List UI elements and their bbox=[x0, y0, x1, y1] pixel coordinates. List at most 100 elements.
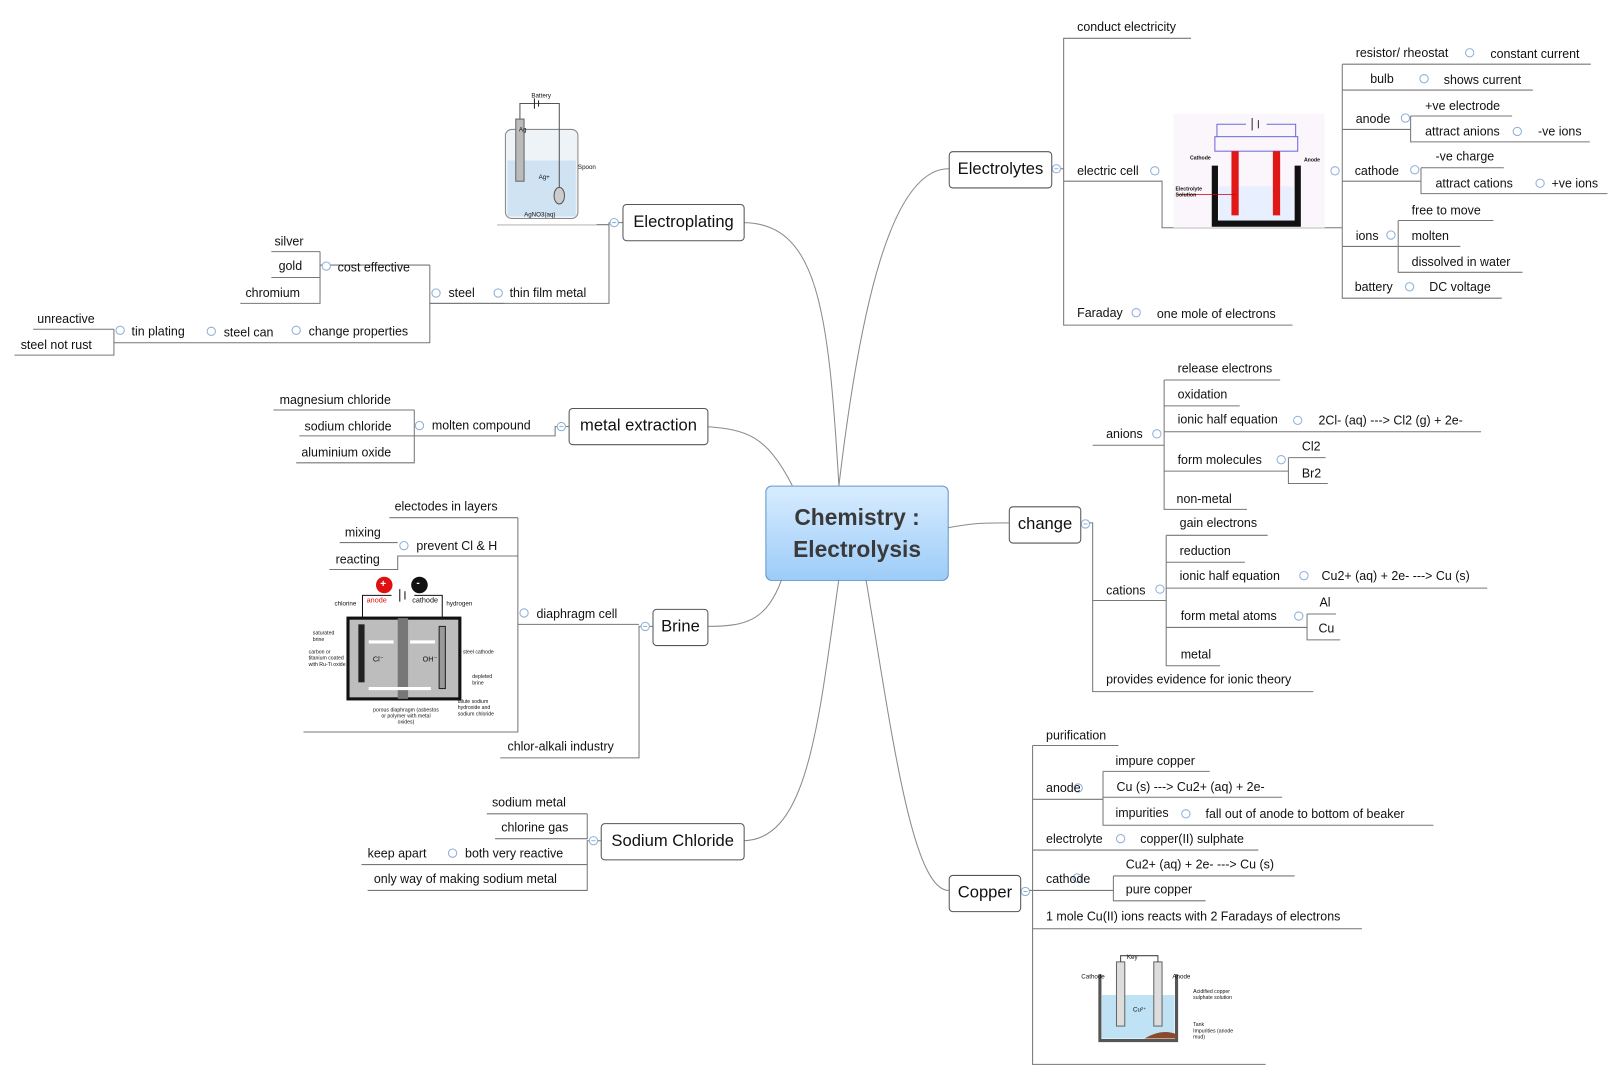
topic-electric-cell[interactable]: electric cell bbox=[1077, 163, 1139, 179]
label-copper-anode: Anode bbox=[1172, 974, 1191, 981]
topic-eq-anion[interactable]: 2Cl- (aq) ---> Cl2 (g) + 2e- bbox=[1318, 413, 1463, 428]
topic-conduct[interactable]: conduct electricity bbox=[1077, 19, 1176, 35]
topic-release-electrons[interactable]: release electrons bbox=[1177, 361, 1273, 376]
topic-pos-ions[interactable]: +ve ions bbox=[1551, 176, 1599, 191]
branch-electroplating[interactable]: Electroplating bbox=[622, 203, 745, 242]
topic-chromium[interactable]: chromium bbox=[245, 285, 301, 301]
topic-both-reactive[interactable]: both very reactive bbox=[465, 845, 564, 861]
branch-sodium-chloride[interactable]: Sodium Chloride bbox=[600, 823, 745, 861]
central-title-line1: Chemistry : bbox=[794, 504, 920, 531]
topic-cathode[interactable]: cathode bbox=[1354, 163, 1399, 179]
topic-br2[interactable]: Br2 bbox=[1301, 465, 1322, 481]
topic-molten[interactable]: molten bbox=[1411, 228, 1449, 244]
topic-silver[interactable]: silver bbox=[274, 234, 304, 249]
topic-tin-plating[interactable]: tin plating bbox=[131, 324, 185, 339]
topic-pos-electrode[interactable]: +ve electrode bbox=[1425, 98, 1501, 113]
topic-mixing[interactable]: mixing bbox=[344, 524, 381, 540]
label-chlorine: chlorine bbox=[334, 601, 357, 608]
topic-fall-out[interactable]: fall out of anode to bottom of beaker bbox=[1205, 806, 1405, 822]
topic-constant-current[interactable]: constant current bbox=[1490, 46, 1580, 62]
label-tank: Tank bbox=[1193, 1021, 1205, 1029]
label-agno3: AgNO3(aq) bbox=[524, 212, 556, 219]
electroplating-diagram: Battery Ag Spoon Ag+ AgNO3(aq) bbox=[497, 88, 597, 225]
topic-cost-effective[interactable]: cost effective bbox=[337, 259, 410, 275]
topic-sodium-metal[interactable]: sodium metal bbox=[491, 795, 566, 810]
topic-dc-voltage[interactable]: DC voltage bbox=[1429, 279, 1491, 295]
topic-faraday[interactable]: Faraday bbox=[1077, 305, 1123, 320]
topic-free-to-move[interactable]: free to move bbox=[1411, 202, 1481, 218]
topic-chlor-alkali[interactable]: chlor-alkali industry bbox=[507, 739, 614, 754]
topic-resistor[interactable]: resistor/ rheostat bbox=[1355, 45, 1449, 61]
topic-steel-not-rust[interactable]: steel not rust bbox=[20, 337, 92, 353]
topic-eq-cation[interactable]: Cu2+ (aq) + 2e- ---> Cu (s) bbox=[1321, 568, 1470, 583]
copper-purification-diagram: Key Cathode Anode Acidified copper sulph… bbox=[1046, 934, 1262, 1063]
label-depleted: depleted brine bbox=[472, 674, 493, 687]
branch-electrolytes[interactable]: Electrolytes bbox=[948, 151, 1053, 189]
topic-unreactive[interactable]: unreactive bbox=[37, 311, 95, 327]
diaphragm-cell-diagram: + - anode cathode chlorine hydrogen satu… bbox=[306, 574, 506, 730]
topic-form-metal-atoms[interactable]: form metal atoms bbox=[1180, 608, 1277, 624]
topic-non-metal[interactable]: non-metal bbox=[1176, 491, 1232, 507]
topic-neg-charge[interactable]: -ve charge bbox=[1435, 149, 1495, 164]
topic-anions[interactable]: anions bbox=[1106, 426, 1143, 442]
topic-battery[interactable]: battery bbox=[1354, 279, 1393, 295]
topic-diaphragm-cell[interactable]: diaphragm cell bbox=[536, 606, 618, 622]
topic-electrodes-layers[interactable]: electodes in layers bbox=[394, 499, 498, 514]
topic-neg-ions[interactable]: -ve ions bbox=[1538, 124, 1582, 139]
topic-anode[interactable]: anode bbox=[1355, 111, 1391, 127]
topic-one-mole[interactable]: one mole of electrons bbox=[1156, 306, 1276, 321]
label-ag: Ag bbox=[518, 127, 527, 134]
topic-gold[interactable]: gold bbox=[278, 258, 303, 274]
topic-cl2[interactable]: Cl2 bbox=[1301, 439, 1321, 454]
branch-copper[interactable]: Copper bbox=[948, 874, 1022, 913]
topic-steel-can[interactable]: steel can bbox=[223, 325, 274, 340]
topic-molten-compound[interactable]: molten compound bbox=[431, 418, 531, 433]
topic-attract-cations[interactable]: attract cations bbox=[1435, 176, 1513, 191]
topic-oxidation[interactable]: oxidation bbox=[1177, 387, 1228, 402]
topic-purification[interactable]: purification bbox=[1046, 727, 1107, 743]
topic-dissolved[interactable]: dissolved in water bbox=[1411, 254, 1511, 270]
topic-keep-apart[interactable]: keep apart bbox=[367, 845, 427, 861]
topic-reduction[interactable]: reduction bbox=[1179, 543, 1231, 559]
topic-cu[interactable]: Cu bbox=[1318, 621, 1335, 636]
topic-electrolyte[interactable]: electrolyte bbox=[1046, 831, 1103, 846]
topic-evidence[interactable]: provides evidence for ionic theory bbox=[1106, 671, 1292, 687]
topic-sodium-chloride[interactable]: sodium chloride bbox=[304, 419, 392, 434]
topic-thin-film[interactable]: thin film metal bbox=[509, 285, 587, 301]
topic-only-way[interactable]: only way of making sodium metal bbox=[373, 871, 557, 887]
branch-brine[interactable]: Brine bbox=[652, 608, 709, 647]
topic-reacting[interactable]: reacting bbox=[335, 551, 380, 567]
topic-magnesium-chloride[interactable]: magnesium chloride bbox=[279, 392, 391, 407]
topic-copper-sulphate[interactable]: copper(II) sulphate bbox=[1140, 831, 1244, 846]
topic-copper-cathode[interactable]: cathode bbox=[1046, 871, 1091, 887]
topic-al[interactable]: Al bbox=[1319, 595, 1331, 610]
label-copper-cathode: Cathode bbox=[1081, 974, 1105, 981]
topic-steel[interactable]: steel bbox=[448, 285, 475, 301]
topic-prevent[interactable]: prevent Cl & H bbox=[416, 538, 498, 553]
topic-chlorine-gas[interactable]: chlorine gas bbox=[501, 820, 569, 835]
topic-impure-copper[interactable]: impure copper bbox=[1115, 753, 1195, 769]
topic-ionic-half-cation[interactable]: ionic half equation bbox=[1179, 568, 1280, 583]
topic-ionic-half-anion[interactable]: ionic half equation bbox=[1177, 412, 1278, 427]
topic-impurities[interactable]: impurities bbox=[1115, 805, 1169, 821]
label-plus: + bbox=[380, 578, 387, 591]
topic-attract-anions[interactable]: attract anions bbox=[1425, 124, 1500, 139]
topic-eq-anode[interactable]: Cu (s) ---> Cu2+ (aq) + 2e- bbox=[1116, 779, 1265, 795]
branch-change[interactable]: change bbox=[1008, 506, 1082, 544]
topic-gain-electrons[interactable]: gain electrons bbox=[1179, 515, 1258, 531]
topic-cations[interactable]: cations bbox=[1106, 582, 1146, 598]
topic-faradays[interactable]: 1 mole Cu(II) ions reacts with 2 Faraday… bbox=[1046, 909, 1341, 924]
topic-form-molecules[interactable]: form molecules bbox=[1177, 452, 1262, 467]
topic-ions[interactable]: ions bbox=[1355, 228, 1379, 244]
topic-copper-anode[interactable]: anode bbox=[1046, 780, 1081, 796]
topic-change-properties[interactable]: change properties bbox=[308, 324, 409, 339]
topic-aluminium-oxide[interactable]: aluminium oxide bbox=[301, 445, 392, 460]
topic-bulb[interactable]: bulb bbox=[1370, 71, 1394, 86]
topic-metal[interactable]: metal bbox=[1180, 647, 1212, 662]
topic-pure-copper[interactable]: pure copper bbox=[1125, 882, 1193, 897]
central-topic[interactable]: Chemistry : Electrolysis bbox=[765, 485, 949, 581]
topic-shows-current[interactable]: shows current bbox=[1443, 72, 1522, 87]
branch-metal-extraction[interactable]: metal extraction bbox=[568, 407, 709, 446]
topic-eq-cathode[interactable]: Cu2+ (aq) + 2e- ---> Cu (s) bbox=[1125, 857, 1274, 872]
